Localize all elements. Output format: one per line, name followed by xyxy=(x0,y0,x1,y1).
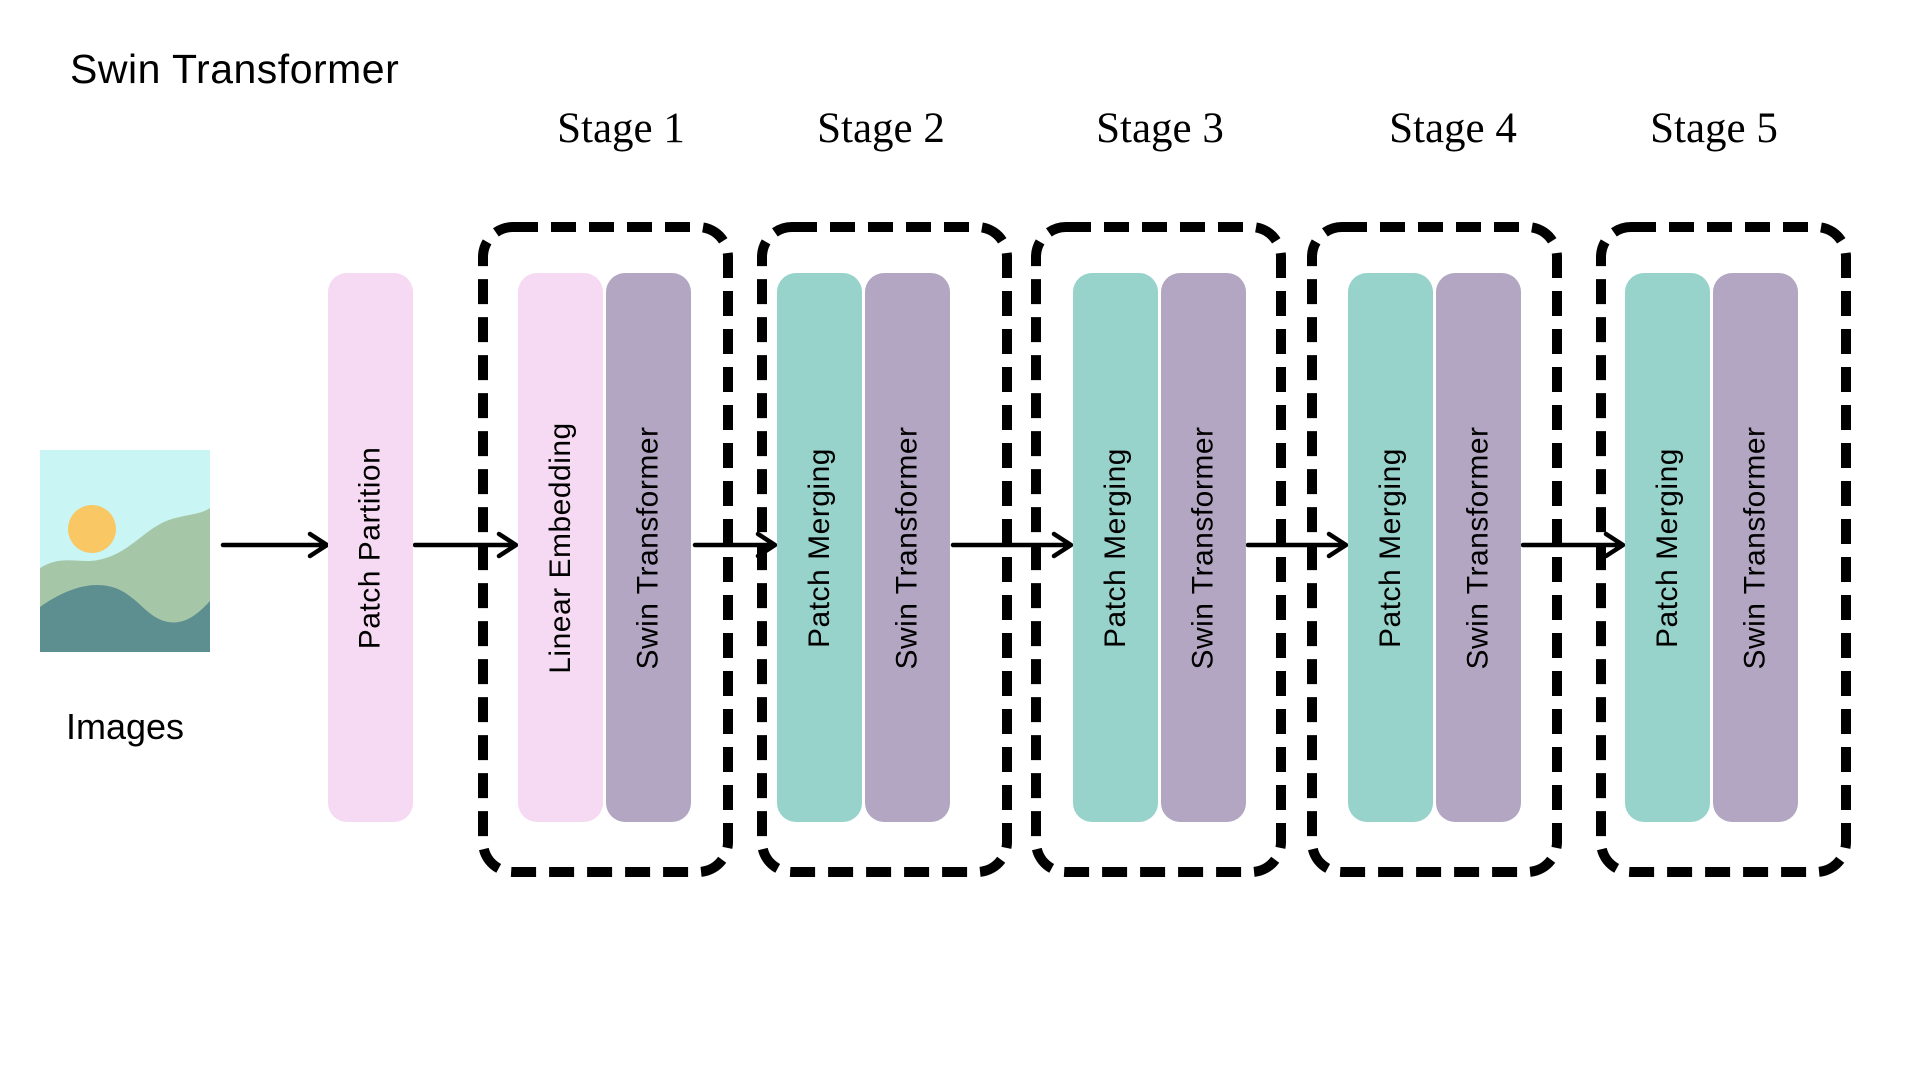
landscape-image-icon xyxy=(40,450,210,652)
sun-icon xyxy=(68,505,116,553)
arrow-stage-1-to-stage-2 xyxy=(692,531,778,559)
stage-4-swin-transformer-label: Swin Transformer xyxy=(1461,425,1495,670)
stage-3-outline xyxy=(1031,222,1286,877)
stage-3-swin-transformer-label: Swin Transformer xyxy=(1186,425,1220,670)
stage-5-outline xyxy=(1596,222,1851,877)
stage-1-swin-transformer-bar: Swin Transformer xyxy=(606,273,691,822)
images-label: Images xyxy=(65,706,185,747)
stage-1-linear-embedding-bar: Linear Embedding xyxy=(518,273,603,822)
arrow-stage-2-to-stage-3 xyxy=(950,531,1074,559)
stage-5-swin-transformer-bar: Swin Transformer xyxy=(1713,273,1798,822)
stage-3-label: Stage 3 xyxy=(1096,105,1224,152)
stage-2-label: Stage 2 xyxy=(817,105,945,152)
stage-1-linear-embedding-label: Linear Embedding xyxy=(543,421,577,674)
stage-3-patch-merging-label: Patch Merging xyxy=(1098,447,1132,648)
arrow-stage-3-to-stage-4 xyxy=(1245,531,1349,559)
patch-partition-label: Patch Partition xyxy=(353,446,387,649)
stage-4-label: Stage 4 xyxy=(1389,105,1517,152)
diagram-title: Swin Transformer xyxy=(70,46,400,92)
stage-1-label: Stage 1 xyxy=(557,105,685,152)
stage-2-patch-merging-label: Patch Merging xyxy=(802,447,836,648)
stage-5-label: Stage 5 xyxy=(1650,105,1778,152)
stage-5-swin-transformer-label: Swin Transformer xyxy=(1738,425,1772,670)
stage-1-swin-transformer-label: Swin Transformer xyxy=(631,425,665,670)
stage-5-patch-merging-label: Patch Merging xyxy=(1650,447,1684,648)
stage-2-swin-transformer-bar: Swin Transformer xyxy=(865,273,950,822)
stage-1-outline xyxy=(478,222,733,877)
arrow-patch-partition-to-stage-1 xyxy=(412,531,519,559)
stage-4-patch-merging-bar: Patch Merging xyxy=(1348,273,1433,822)
stage-4-outline xyxy=(1307,222,1562,877)
stage-2-swin-transformer-label: Swin Transformer xyxy=(890,425,924,670)
stage-4-swin-transformer-bar: Swin Transformer xyxy=(1436,273,1521,822)
icon-hill-dark xyxy=(40,584,210,652)
patch-partition-bar: Patch Partition xyxy=(328,273,413,822)
stage-5-patch-merging-bar: Patch Merging xyxy=(1625,273,1710,822)
arrow-stage-4-to-stage-5 xyxy=(1520,531,1626,559)
stage-2-patch-merging-bar: Patch Merging xyxy=(777,273,862,822)
arrow-images-to-patch-partition xyxy=(220,531,330,559)
stage-2-outline xyxy=(757,222,1012,877)
stage-3-patch-merging-bar: Patch Merging xyxy=(1073,273,1158,822)
stage-4-patch-merging-label: Patch Merging xyxy=(1373,447,1407,648)
stage-3-swin-transformer-bar: Swin Transformer xyxy=(1161,273,1246,822)
